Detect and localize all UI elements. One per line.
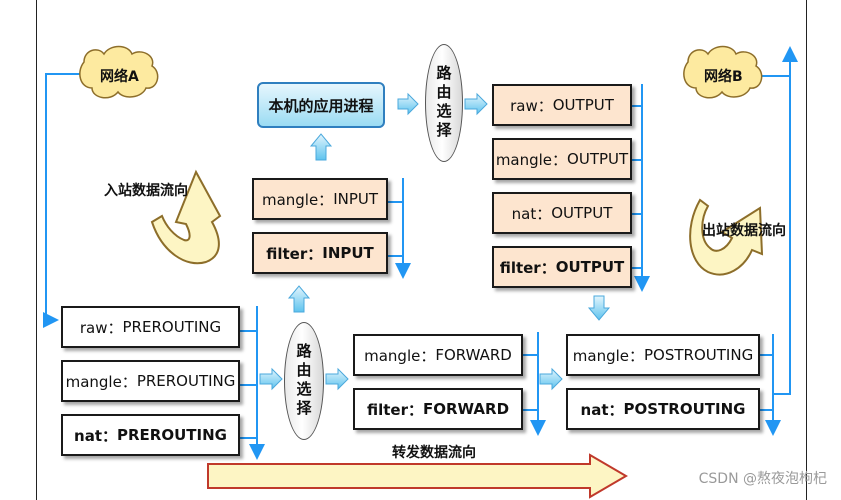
- cloud-label-network-b: 网络B: [704, 69, 743, 85]
- frame-right-line: [806, 0, 807, 500]
- table-name: raw：: [510, 96, 553, 115]
- postrouting-mangle: mangle：POSTROUTING: [566, 334, 760, 376]
- chain-name: OUTPUT: [552, 96, 614, 114]
- forward-flow-label: 转发数据流向: [392, 445, 476, 461]
- chain-name: OUTPUT: [567, 150, 629, 168]
- chain-name: OUTPUT: [555, 258, 625, 276]
- forward-mangle: mangle：FORWARD: [353, 334, 523, 376]
- table-name: filter：: [366, 400, 423, 419]
- chain-name: FORWARD: [422, 400, 510, 418]
- forward-filter: filter：FORWARD: [353, 388, 523, 430]
- chain-name: INPUT: [322, 244, 374, 262]
- postrouting-nat: nat：POSTROUTING: [566, 388, 760, 430]
- chain-name: PREROUTING: [122, 318, 222, 336]
- prerouting-mangle: mangle：PREROUTING: [61, 360, 240, 402]
- local-app-process: 本机的应用进程: [257, 82, 385, 128]
- route-select-lower: 路由选择: [284, 322, 324, 440]
- table-name: mangle：: [364, 346, 436, 365]
- output-nat: nat：OUTPUT: [492, 192, 632, 234]
- chain-name: INPUT: [333, 190, 379, 208]
- table-name: raw：: [79, 318, 123, 337]
- prerouting-nat: nat：PREROUTING: [61, 414, 240, 456]
- output-mangle: mangle：OUTPUT: [492, 138, 632, 180]
- table-name: nat：: [74, 426, 118, 445]
- table-name: mangle：: [495, 150, 568, 169]
- chain-name: POSTROUTING: [644, 346, 754, 364]
- table-name: nat：: [511, 204, 552, 223]
- table-name: nat：: [580, 400, 624, 419]
- inbound-flow-label: 入站数据流向: [104, 183, 188, 199]
- table-name: filter：: [499, 258, 556, 277]
- table-name: mangle：: [65, 372, 137, 391]
- input-filter: filter：INPUT: [252, 232, 388, 274]
- frame-left-line: [36, 0, 37, 500]
- chain-name: OUTPUT: [551, 204, 613, 222]
- input-mangle: mangle：INPUT: [252, 178, 388, 220]
- outbound-flow-label: 出站数据流向: [702, 223, 786, 239]
- cloud-left-shape: [79, 45, 159, 99]
- table-name: mangle：: [572, 346, 645, 365]
- chain-name: PREROUTING: [117, 426, 227, 444]
- cloud-label-network-a: 网络A: [100, 69, 139, 85]
- chain-name: PREROUTING: [136, 372, 236, 390]
- cloud-right-shape: [683, 45, 763, 99]
- watermark: CSDN @熬夜泡枸杞: [698, 471, 827, 487]
- chain-name: FORWARD: [435, 346, 512, 364]
- output-filter: filter：OUTPUT: [492, 246, 632, 288]
- table-name: mangle：: [261, 190, 334, 209]
- chain-name: POSTROUTING: [623, 400, 746, 418]
- output-raw: raw：OUTPUT: [492, 84, 632, 126]
- route-select-upper: 路由选择: [425, 44, 463, 162]
- prerouting-raw: raw：PREROUTING: [61, 306, 240, 348]
- table-name: filter：: [266, 244, 323, 263]
